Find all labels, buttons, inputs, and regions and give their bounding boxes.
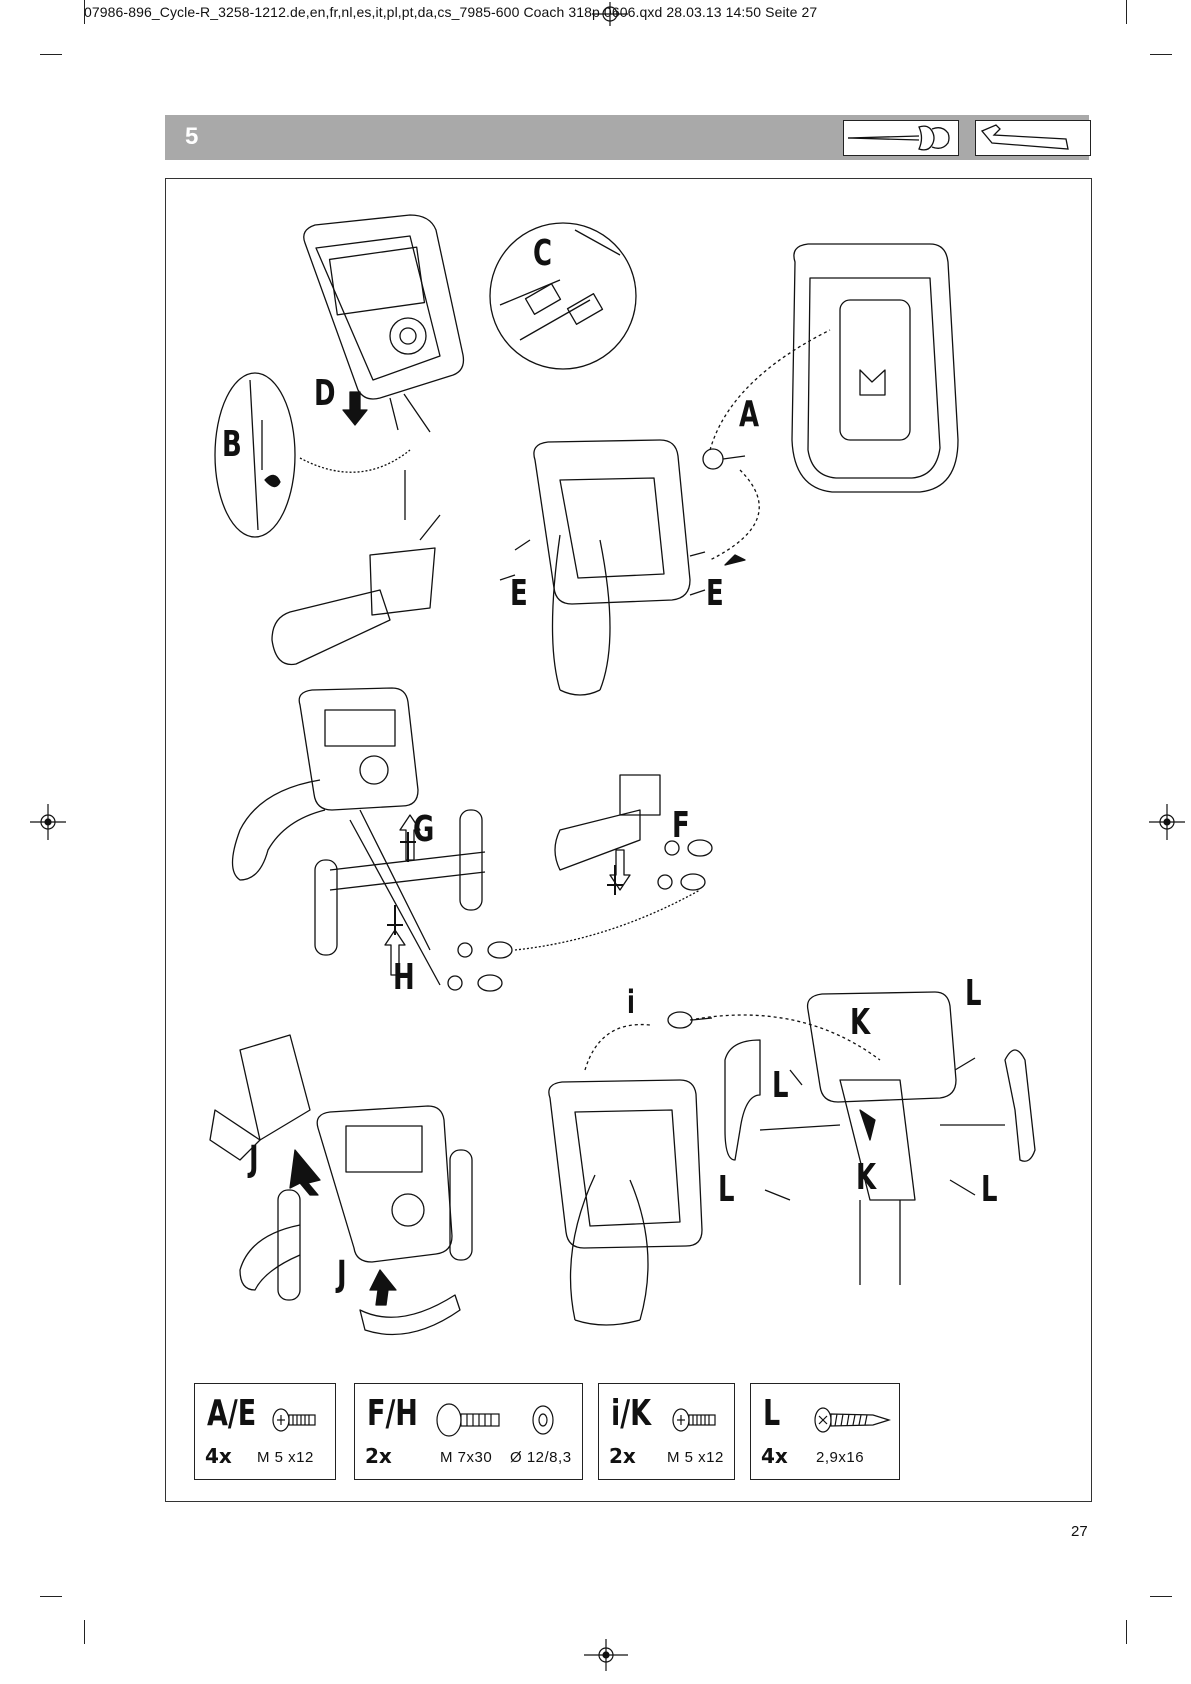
part-size: M 5 x12 <box>667 1449 724 1466</box>
washer-size: Ø 12/8,3 <box>510 1449 572 1466</box>
callout-label-i: i <box>627 986 635 1018</box>
part-quantity: 2x <box>365 1444 392 1468</box>
callout-label-K-bottom: K <box>856 1160 876 1196</box>
callout-label-H: H <box>393 960 415 996</box>
callout-label-F: F <box>672 808 690 844</box>
screw-icon <box>271 1406 321 1434</box>
part-quantity: 2x <box>609 1444 636 1468</box>
part-quantity: 4x <box>205 1444 232 1468</box>
callout-label-K-top: K <box>850 1005 870 1041</box>
parts-box-i-K: i/K 2x M 5 x12 <box>598 1383 735 1480</box>
part-size: M 7x30 <box>440 1449 492 1466</box>
page-number: 27 <box>1071 1523 1088 1540</box>
part-size: 2,9x16 <box>816 1449 864 1466</box>
callout-label-L-right: L <box>981 1172 998 1208</box>
callout-label-C: C <box>533 236 552 272</box>
callout-label-J-top: J <box>249 1142 259 1178</box>
callout-label-G: G <box>413 812 434 848</box>
callout-label-L-left: L <box>772 1068 789 1104</box>
part-code: i/K <box>611 1396 651 1432</box>
callout-label-B: B <box>222 427 242 463</box>
parts-box-A-E: A/E 4x M 5 x12 <box>194 1383 336 1480</box>
callout-label-E-left: E <box>510 576 528 612</box>
parts-box-L: L 4x 2,9x16 <box>750 1383 900 1480</box>
part-code: A/E <box>207 1396 256 1432</box>
part-quantity: 4x <box>761 1444 788 1468</box>
callout-label-A: A <box>739 397 759 433</box>
callout-label-J-bottom: J <box>337 1257 347 1293</box>
part-size: M 5 x12 <box>257 1449 314 1466</box>
screw-icon <box>671 1406 721 1434</box>
callout-label-D: D <box>314 376 336 412</box>
part-code: L <box>763 1396 780 1432</box>
bolt-washer-icon <box>435 1402 565 1438</box>
callout-label-E-right: E <box>706 576 724 612</box>
callout-label-L-bottom-left: L <box>718 1172 735 1208</box>
callout-label-L-top: L <box>965 976 982 1012</box>
part-code: F/H <box>367 1396 418 1432</box>
tapping-screw-icon <box>813 1404 893 1436</box>
parts-box-F-H: F/H 2x M 7x30 Ø 12/8,3 <box>354 1383 583 1480</box>
